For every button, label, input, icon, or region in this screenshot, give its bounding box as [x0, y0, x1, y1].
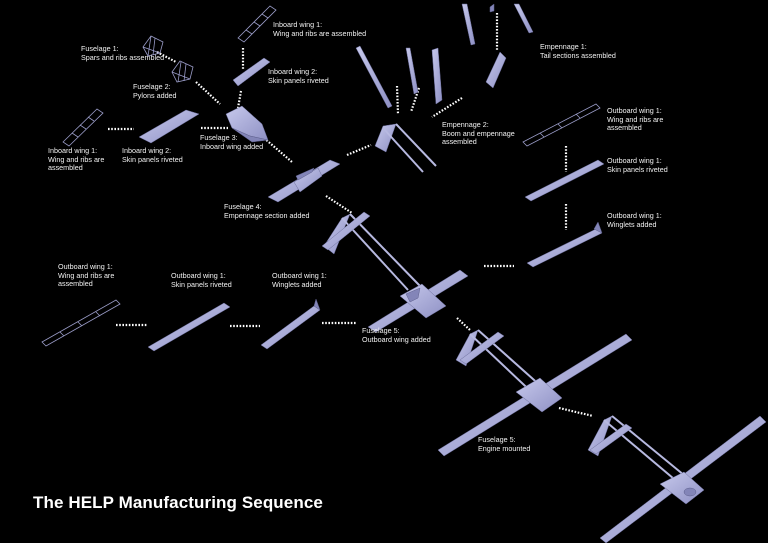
label-inboard-wing-2-top: Inboard wing 2: Skin panels riveted: [268, 67, 329, 85]
label-fuselage-4: Fuselage 4: Empennage section added: [224, 202, 310, 220]
label-line: Outboard wing 1:: [58, 262, 113, 271]
label-line: Tail sections assembled: [540, 50, 616, 60]
label-line: assembled: [58, 279, 93, 289]
fuselage-2-frame: [171, 60, 194, 83]
label-line: Empennage 2:: [442, 120, 489, 129]
label-line: Fuselage 3:: [200, 133, 238, 142]
fuselage-1-frame: [142, 35, 164, 57]
label-inboard-wing-1-left: Inboard wing 1: Wing and ribs are assemb…: [48, 146, 105, 173]
label-fuselage-5-engine: Fuselage 5: Engine mounted: [478, 435, 531, 453]
label-fuselage-2: Fuselage 2: Pylons added: [133, 82, 177, 100]
label-empennage-1: Empennage 1: Tail sections assembled: [540, 42, 616, 60]
outboard-wing-right-winglet: [526, 221, 603, 268]
label-line: Empennage section added: [224, 210, 310, 220]
outboard-wing-left-frame: [41, 299, 121, 347]
label-line: assembled: [607, 123, 642, 133]
label-line: Engine mounted: [478, 443, 531, 453]
label-line: Outboard wing 1:: [272, 271, 327, 280]
label-line: Inboard wing 2:: [122, 146, 172, 155]
label-inboard-wing-1-top: Inboard wing 1: Wing and ribs are assemb…: [273, 20, 367, 38]
label-line: Skin panels riveted: [268, 75, 329, 85]
fuselage-5-outboard-aircraft: [321, 211, 469, 333]
inboard-wing-left-frame: [62, 108, 104, 147]
label-line: Fuselage 5:: [362, 326, 400, 335]
label-line: Spars and ribs assembled: [81, 52, 165, 62]
connector-lines: [108, 13, 594, 418]
label-line: assembled: [442, 137, 477, 147]
label-outboard-wing-1-left-b: Outboard wing 1: Skin panels riveted: [171, 271, 232, 289]
label-line: Skin panels riveted: [607, 164, 668, 174]
label-line: assembled: [48, 163, 83, 173]
label-empennage-2: Empennage 2: Boom and empennage assemble…: [442, 120, 515, 147]
label-line: Inboard wing 2:: [268, 67, 318, 76]
label-line: Fuselage 4:: [224, 202, 262, 211]
fuselage-5-engine-aircraft: [587, 415, 767, 543]
label-line: Empennage 1:: [540, 42, 587, 51]
label-line: Inboard wing 1:: [48, 146, 98, 155]
label-line: Outboard wing added: [362, 334, 431, 344]
label-fuselage-1: Fuselage 1: Spars and ribs assembled: [81, 44, 165, 62]
label-outboard-wing-1-left-c: Outboard wing 1: Winglets added: [272, 271, 327, 289]
label-line: Winglets added: [607, 219, 657, 229]
label-outboard-wing-1-right-b: Outboard wing 1: Skin panels riveted: [607, 156, 668, 174]
label-line: Outboard wing 1:: [607, 106, 662, 115]
inboard-wing-top-frame: [237, 5, 277, 43]
empennage-1-parts: [461, 3, 534, 89]
label-line: Pylons added: [133, 90, 177, 100]
label-line: Wing and ribs are: [48, 154, 105, 164]
fuselage-5-mid-aircraft: [437, 329, 633, 457]
label-fuselage-3: Fuselage 3: Inboard wing added: [200, 133, 264, 151]
label-line: Wing and ribs are assembled: [273, 28, 367, 38]
label-outboard-wing-1-right-a: Outboard wing 1: Wing and ribs are assem…: [607, 106, 664, 133]
label-line: Outboard wing 1:: [607, 211, 662, 220]
inboard-wing-left-panel: [138, 109, 200, 144]
label-outboard-wing-1-left-a: Outboard wing 1: Wing and ribs are assem…: [58, 262, 115, 289]
label-line: Skin panels riveted: [171, 279, 232, 289]
label-line: Fuselage 5:: [478, 435, 516, 444]
label-line: Wing and ribs are: [607, 114, 664, 124]
label-line: Skin panels riveted: [122, 154, 183, 164]
label-inboard-wing-2-left: Inboard wing 2: Skin panels riveted: [122, 146, 183, 164]
outboard-wing-left-panel: [147, 302, 231, 352]
label-line: Outboard wing 1:: [171, 271, 226, 280]
label-line: Boom and empennage: [442, 128, 515, 138]
outboard-wing-left-winglet: [260, 298, 321, 350]
label-line: Outboard wing 1:: [607, 156, 662, 165]
fuselage-3-body: [225, 105, 269, 143]
fuselage-4-aircraft: [267, 159, 341, 203]
inboard-wing-top-panel: [232, 57, 271, 87]
empennage-2-parts: [355, 45, 443, 173]
label-line: Wing and ribs are: [58, 270, 115, 280]
outboard-wing-right-frame: [522, 103, 601, 147]
label-line: Fuselage 2:: [133, 82, 171, 91]
label-outboard-wing-1-right-c: Outboard wing 1: Winglets added: [607, 211, 662, 229]
label-fuselage-5-outboard: Fuselage 5: Outboard wing added: [362, 326, 431, 344]
outboard-wing-right-panel: [524, 159, 605, 202]
diagram-title: The HELP Manufacturing Sequence: [33, 493, 323, 512]
label-line: Winglets added: [272, 279, 322, 289]
label-line: Inboard wing added: [200, 141, 264, 151]
label-line: Inboard wing 1:: [273, 20, 323, 29]
label-line: Fuselage 1:: [81, 44, 119, 53]
